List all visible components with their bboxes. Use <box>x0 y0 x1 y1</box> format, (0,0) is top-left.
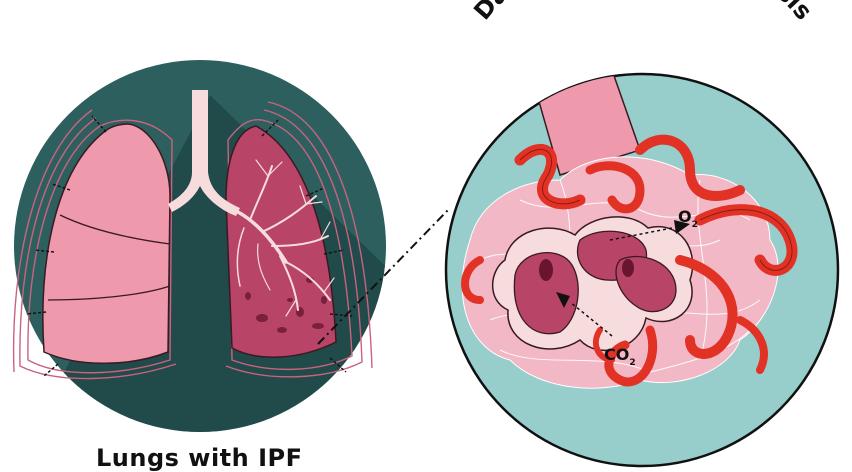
alveoli-title: Damaged alveoli & fibrosis <box>468 0 817 25</box>
alveolus-lumen-2 <box>622 259 634 277</box>
alveoli-panel: O2 CO2 <box>446 70 838 466</box>
lungs-panel <box>14 60 420 460</box>
alveolus-lumen-1 <box>539 259 553 281</box>
